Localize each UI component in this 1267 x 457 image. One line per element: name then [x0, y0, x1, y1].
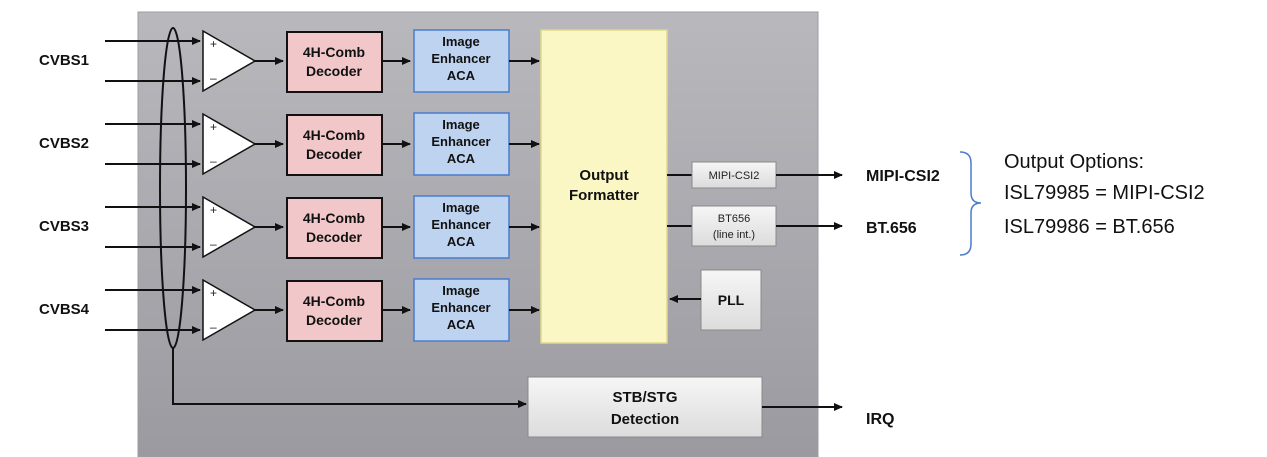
decoder-label-line2-1: Decoder	[306, 63, 363, 79]
bt656-block	[691, 205, 777, 247]
output-formatter-block	[540, 29, 668, 344]
stb-stg-detection-block	[527, 376, 763, 438]
stb-label-line1: STB/STG	[612, 389, 677, 406]
options-brace	[959, 151, 982, 256]
amp-plus-4: +	[210, 286, 217, 300]
input-label-cvbs3: CVBS3	[39, 218, 89, 235]
bt656-block-label-line1: BT656	[718, 213, 750, 225]
bt656-block-label-line2: (line int.)	[713, 229, 755, 241]
comb-decoder-block-1	[286, 31, 383, 93]
enhancer-label-line3-4: ACA	[447, 317, 476, 332]
mipi-csi2-block	[691, 161, 777, 189]
stb-input-wire	[172, 348, 527, 408]
comb-decoder-block-4	[286, 280, 383, 342]
amplifier-3	[202, 195, 257, 259]
enhancer-label-line1-4: Image	[442, 283, 480, 298]
amplifier-4	[202, 278, 257, 342]
decoder-label-line2-2: Decoder	[306, 146, 363, 162]
formatter-label-line2: Formatter	[569, 187, 639, 204]
enhancer-label-line3-3: ACA	[447, 234, 476, 249]
stb-label-line2: Detection	[611, 411, 679, 428]
amp-plus-1: +	[210, 37, 217, 51]
input-label-cvbs4: CVBS4	[39, 301, 90, 318]
pll-label: PLL	[718, 292, 745, 308]
enhancer-label-line2-3: Enhancer	[431, 217, 490, 232]
output-bt656-label: BT.656	[866, 220, 917, 237]
options-line1: ISL79985 = MIPI-CSI2	[1004, 182, 1205, 204]
amp-plus-3: +	[210, 203, 217, 217]
decoder-label-line1-2: 4H-Comb	[303, 127, 365, 143]
decoder-label-line1-3: 4H-Comb	[303, 210, 365, 226]
options-title: Output Options:	[1004, 151, 1144, 173]
enhancer-label-line1-2: Image	[442, 117, 480, 132]
decoder-label-line2-4: Decoder	[306, 312, 363, 328]
input-label-cvbs2: CVBS2	[39, 135, 89, 152]
enhancer-label-line3-1: ACA	[447, 68, 476, 83]
enhancer-label-line3-2: ACA	[447, 151, 476, 166]
decoder-label-line1-1: 4H-Comb	[303, 44, 365, 60]
enhancer-label-line2-4: Enhancer	[431, 300, 490, 315]
comb-decoder-block-2	[286, 114, 383, 176]
options-line2: ISL79986 = BT.656	[1004, 216, 1175, 238]
amplifier-1	[202, 29, 257, 93]
amp-minus-2: –	[210, 154, 217, 168]
pll-block	[700, 269, 762, 331]
amplifier-2	[202, 112, 257, 176]
decoder-label-line2-3: Decoder	[306, 229, 363, 245]
input-label-cvbs1: CVBS1	[39, 52, 89, 69]
enhancer-label-line2-1: Enhancer	[431, 51, 490, 66]
amp-minus-4: –	[210, 320, 217, 334]
decoder-label-line1-4: 4H-Comb	[303, 293, 365, 309]
image-enhancer-block-3	[413, 195, 510, 259]
enhancer-label-line2-2: Enhancer	[431, 134, 490, 149]
amp-minus-3: –	[210, 237, 217, 251]
comb-decoder-block-3	[286, 197, 383, 259]
enhancer-label-line1-1: Image	[442, 34, 480, 49]
formatter-label-line1: Output	[579, 167, 628, 184]
enhancer-label-line1-3: Image	[442, 200, 480, 215]
amp-plus-2: +	[210, 120, 217, 134]
output-irq-label: IRQ	[866, 411, 894, 428]
output-mipi-label: MIPI-CSI2	[866, 168, 940, 185]
amp-minus-1: –	[210, 71, 217, 85]
mipi-csi2-block-label: MIPI-CSI2	[709, 170, 760, 182]
